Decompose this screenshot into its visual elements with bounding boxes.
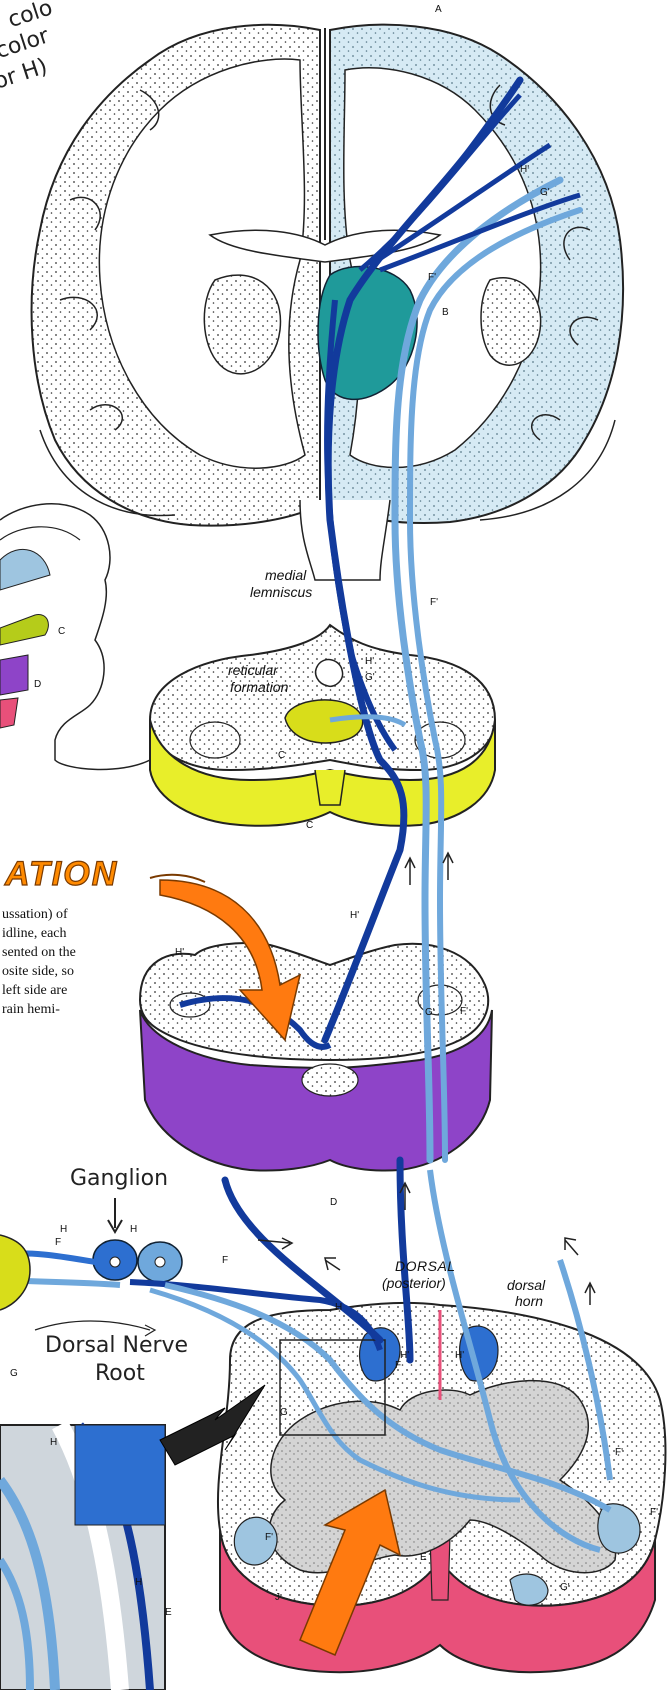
letter-F1-6: F' [265,1532,273,1543]
letter-G1-3: G' [425,1007,435,1018]
body-text: ussation) of idline, each sented on the … [2,907,76,1017]
letter-H1-6: H' [455,1350,464,1361]
section-title: ATION [4,855,118,893]
inset-label-H2: H [135,1577,142,1588]
body-line-1: ussation) of [2,907,68,922]
letter-G1-1: G' [540,187,550,198]
letter-H1-5: H' [400,1350,409,1361]
letter-H1-2: H' [365,656,374,667]
letter-H-2: H [130,1224,137,1235]
letter-F1-2: F' [430,597,438,608]
label-posterior: (posterior) [382,1275,446,1291]
inset-medulla-D [0,655,28,695]
inset-spinal-E [0,698,18,728]
letter-A: A [435,4,442,15]
letter-F1-4: F' [615,1447,623,1458]
letter-G-2: G [280,1407,288,1418]
basal-ganglia-left [204,275,280,374]
label-formation: formation [230,679,289,695]
inset-cortex-A [0,549,50,590]
letter-E-2: E [420,1552,427,1563]
label-ganglion: Ganglion [70,1166,168,1191]
letter-H1-3: H' [350,910,359,921]
spinal-cord-section [218,1303,666,1672]
letter-H1-4: H' [175,947,184,958]
corner-note-line-2: color [0,23,53,64]
letter-F-2: F [55,1237,61,1248]
letter-F1-1: F' [428,272,436,283]
label-dorsal-horn-1: dorsal [507,1277,546,1293]
brain-profile-inset: C D [0,504,150,770]
letter-H-1: H [60,1224,67,1235]
letter-G-1: G [10,1368,18,1379]
label-medial: medial [265,567,307,583]
letter-F1-3: F' [460,1006,468,1017]
reticular-symbol [316,660,343,687]
letter-D: D [330,1197,337,1208]
grey-matter [269,1381,615,1573]
letter-J: J [275,1592,280,1603]
letter-H-3: H [335,1302,342,1313]
letter-E-1: E [165,1607,172,1618]
body-line-6: rain hemi- [2,1002,60,1017]
letter-H1-1: H' [520,164,529,175]
letter-F-3: F [395,1360,401,1371]
label-dorsal: DORSAL [395,1258,456,1274]
letter-G1-4: G' [560,1582,570,1593]
label-root: Root [95,1361,145,1386]
letter-F-1: F [222,1255,228,1266]
corner-note: colo color or H) [0,0,56,95]
label-dorsal-horn-2: horn [515,1293,543,1309]
body-line-5: left side are [2,983,67,998]
letter-C-1: C [278,750,285,761]
letter-B: B [442,307,449,318]
label-reticular: reticular [228,662,279,678]
inset-pons-C [0,615,48,645]
body-line-3: sented on the [2,945,76,960]
brainstem-stalk [300,500,390,580]
letter-G1-2: G' [365,672,375,683]
inset-label-D: D [34,679,41,690]
body-line-2: idline, each [2,926,67,941]
letter-F1-5: F' [650,1507,658,1518]
inset-label-H: H [50,1437,57,1448]
letter-C-2: C [306,820,313,831]
label-dorsal-nerve: Dorsal Nerve [45,1333,188,1358]
inset-label-C: C [58,626,65,637]
body-line-4: osite side, so [2,964,74,979]
label-lemniscus: lemniscus [250,584,312,600]
